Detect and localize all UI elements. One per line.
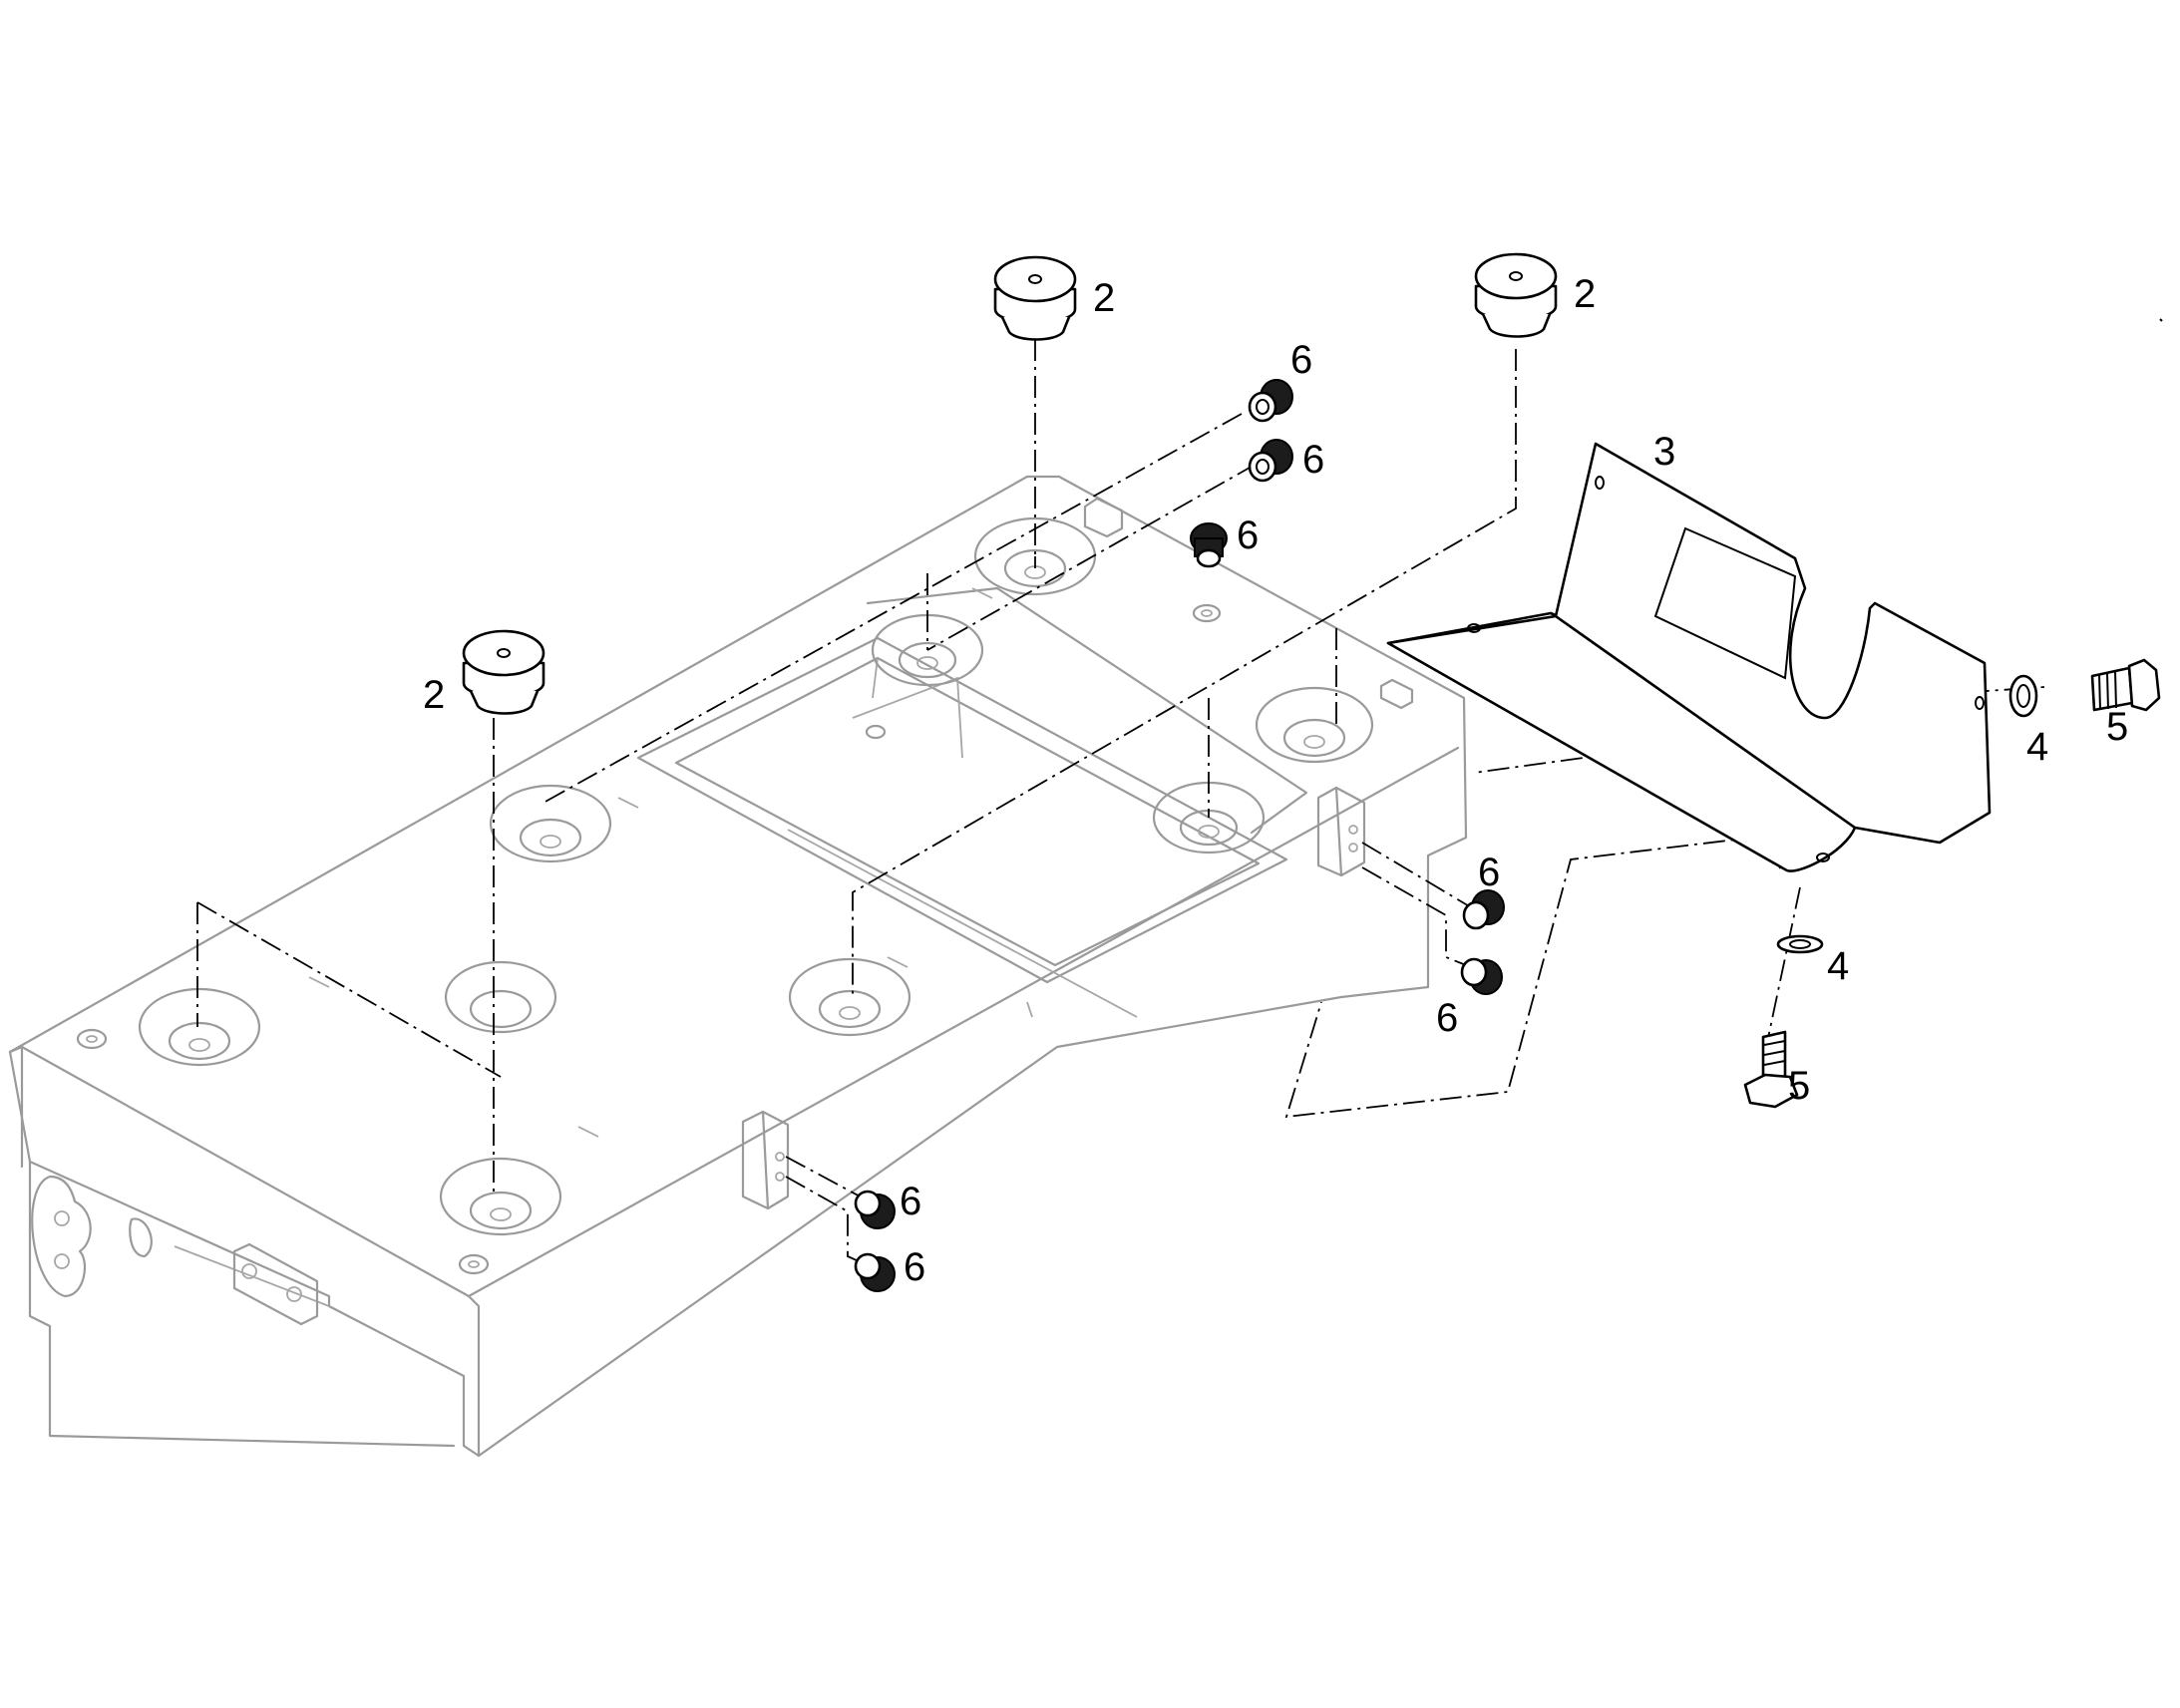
plug [1248, 379, 1293, 423]
callout-4: 4 [1827, 944, 1849, 988]
callout-6: 6 [904, 1245, 925, 1289]
guard-plate [1386, 442, 1992, 872]
callout-5: 5 [2106, 705, 2128, 749]
callout-6: 6 [1302, 438, 1324, 482]
callout-5: 5 [1788, 1064, 1810, 1108]
callouts: 2 2 2 3 4 4 5 5 6 6 6 6 6 6 6 [423, 272, 2128, 1289]
callout-6: 6 [1478, 851, 1500, 894]
plug [854, 1190, 896, 1229]
mount-cup [1255, 686, 1374, 764]
plug [1248, 439, 1293, 483]
callout-2: 2 [423, 673, 445, 717]
callout-6: 6 [1436, 996, 1458, 1040]
mount-cup [138, 987, 261, 1067]
callout-2: 2 [1093, 276, 1115, 320]
rubber-mount [993, 255, 1077, 341]
stray-mark [2159, 318, 2163, 322]
callout-2: 2 [1574, 272, 1596, 316]
callout-6: 6 [1290, 338, 1312, 382]
mount-cup [439, 1157, 562, 1236]
mount-cup [489, 784, 612, 863]
mount-cups [138, 516, 1374, 1236]
callout-6: 6 [1237, 513, 1259, 557]
callout-4: 4 [2026, 725, 2048, 769]
plug [1460, 957, 1503, 995]
bolt [1743, 1030, 1799, 1109]
base-frame [8, 475, 1468, 1458]
washer [2008, 674, 2038, 718]
washer [1776, 934, 1824, 954]
mount-cup [444, 960, 557, 1034]
rubber-mount [462, 629, 545, 715]
bolt [2090, 658, 2161, 712]
mount-cup [788, 957, 911, 1037]
callout-3: 3 [1653, 430, 1675, 474]
callout-6: 6 [900, 1180, 921, 1223]
plug [854, 1252, 896, 1292]
plug [1190, 522, 1228, 568]
rubber-mount [1474, 252, 1558, 338]
plug [1462, 889, 1505, 930]
